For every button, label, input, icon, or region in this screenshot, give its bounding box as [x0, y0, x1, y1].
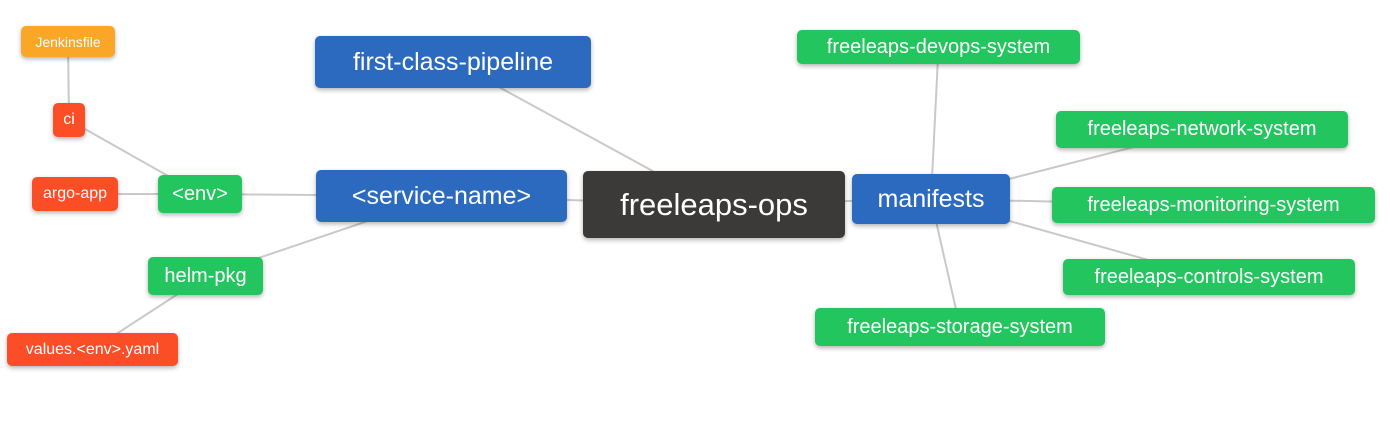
mindmap-node-first-class-pipeline[interactable]: first-class-pipeline	[315, 36, 591, 88]
edge-manifests-to-freeleaps-devops-system	[930, 46, 940, 200]
mindmap-node-freeleaps-devops-system[interactable]: freeleaps-devops-system	[797, 30, 1080, 64]
mindmap-node-freeleaps-monitoring-system[interactable]: freeleaps-monitoring-system	[1052, 187, 1375, 223]
mindmap-node-freeleaps-controls-system[interactable]: freeleaps-controls-system	[1063, 259, 1355, 295]
mindmap-node-freeleaps-ops[interactable]: freeleaps-ops	[583, 171, 845, 238]
mindmap-node-service-name[interactable]: <service-name>	[316, 170, 567, 222]
mindmap-node-ci[interactable]: ci	[53, 103, 85, 137]
mindmap-node-helm-pkg[interactable]: helm-pkg	[148, 257, 263, 295]
mindmap-node-manifests[interactable]: manifests	[852, 174, 1010, 224]
mindmap-node-jenkinsfile[interactable]: Jenkinsfile	[21, 26, 115, 57]
mindmap-node-freeleaps-storage-system[interactable]: freeleaps-storage-system	[815, 308, 1105, 346]
mindmap-node-env[interactable]: <env>	[158, 175, 242, 213]
mindmap-node-values-env-yaml[interactable]: values.<env>.yaml	[7, 333, 178, 366]
mindmap-node-freeleaps-network-system[interactable]: freeleaps-network-system	[1056, 111, 1348, 148]
mindmap-node-argo-app[interactable]: argo-app	[32, 177, 118, 211]
